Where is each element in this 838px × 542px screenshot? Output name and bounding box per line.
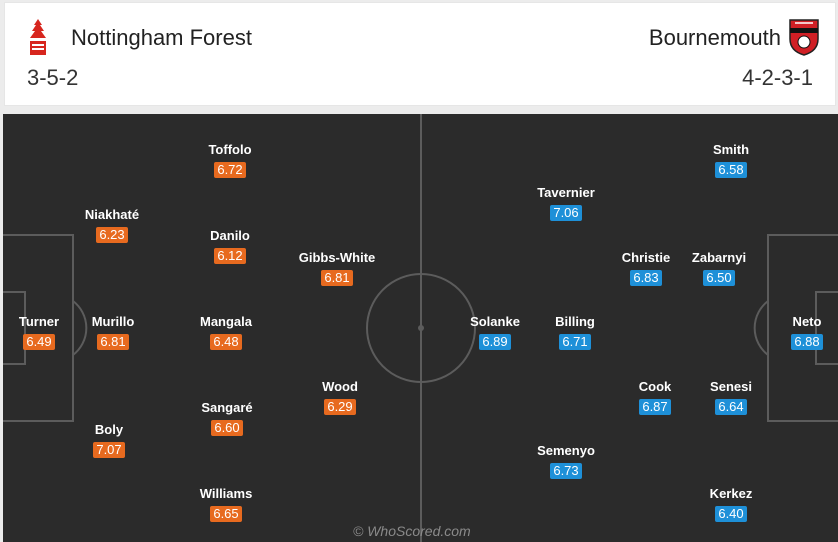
- pitch: Toffolo 6.72 Niakhaté 6.23 Danilo 6.12 G…: [3, 114, 838, 542]
- player-name: Danilo: [210, 228, 250, 243]
- player-rating: 6.73: [550, 463, 582, 479]
- player-name: Sangaré: [201, 400, 253, 415]
- player-rating: 6.83: [630, 270, 662, 286]
- player-rating: 7.07: [93, 442, 125, 458]
- player-rating: 6.88: [791, 334, 823, 350]
- player-rating: 6.58: [715, 162, 747, 178]
- match-header: Nottingham Forest 3-5-2 Bournemouth 4-2-…: [4, 2, 836, 106]
- player-rating: 6.72: [214, 162, 246, 178]
- player-rating: 7.06: [550, 205, 582, 221]
- player-name: Toffolo: [208, 142, 252, 157]
- home-formation: 3-5-2: [27, 65, 79, 90]
- player-rating: 6.89: [479, 334, 511, 350]
- player-rating: 6.49: [23, 334, 55, 350]
- away-formation: 4-2-3-1: [742, 65, 813, 90]
- player-name: Niakhaté: [84, 207, 140, 222]
- whoscored-watermark: © WhoScored.com: [353, 523, 471, 539]
- player-name: Williams: [199, 486, 253, 501]
- player-name: Gibbs-White: [298, 250, 376, 265]
- player-name: Cook: [638, 379, 672, 394]
- player-rating: 6.48: [210, 334, 242, 350]
- player-name: Christie: [621, 250, 671, 265]
- player-rating: 6.50: [703, 270, 735, 286]
- player-name: Kerkez: [709, 486, 753, 501]
- player-name: Senesi: [710, 379, 752, 394]
- player-rating: 6.65: [210, 506, 242, 522]
- player-name: Zabarnyi: [691, 250, 747, 265]
- player-rating: 6.29: [324, 399, 356, 415]
- player-rating: 6.81: [321, 270, 353, 286]
- player-name: Murillo: [91, 314, 135, 329]
- player-name: Solanke: [470, 314, 520, 329]
- nottingham-forest-crest-icon: [30, 19, 46, 55]
- player-name: Neto: [792, 314, 822, 329]
- player-rating: 6.87: [639, 399, 671, 415]
- player-rating: 6.81: [97, 334, 129, 350]
- away-team-name: Bournemouth: [648, 25, 781, 50]
- player-rating: 6.40: [715, 506, 747, 522]
- player-name: Tavernier: [537, 185, 595, 200]
- player-rating: 6.64: [715, 399, 747, 415]
- player-rating: 6.60: [211, 420, 243, 436]
- player-name: Turner: [18, 314, 60, 329]
- player-name: Boly: [94, 422, 124, 437]
- player-rating: 6.71: [559, 334, 591, 350]
- home-team-name: Nottingham Forest: [71, 25, 252, 50]
- player-name: Smith: [712, 142, 750, 157]
- pitch-markings: [3, 114, 838, 542]
- player-name: Wood: [322, 379, 358, 394]
- player-name: Semenyo: [537, 443, 595, 458]
- player-rating: 6.23: [96, 227, 128, 243]
- player-name: Billing: [555, 314, 595, 329]
- player-name: Mangala: [199, 314, 253, 329]
- player-rating: 6.12: [214, 248, 246, 264]
- bournemouth-crest-icon: [789, 19, 819, 56]
